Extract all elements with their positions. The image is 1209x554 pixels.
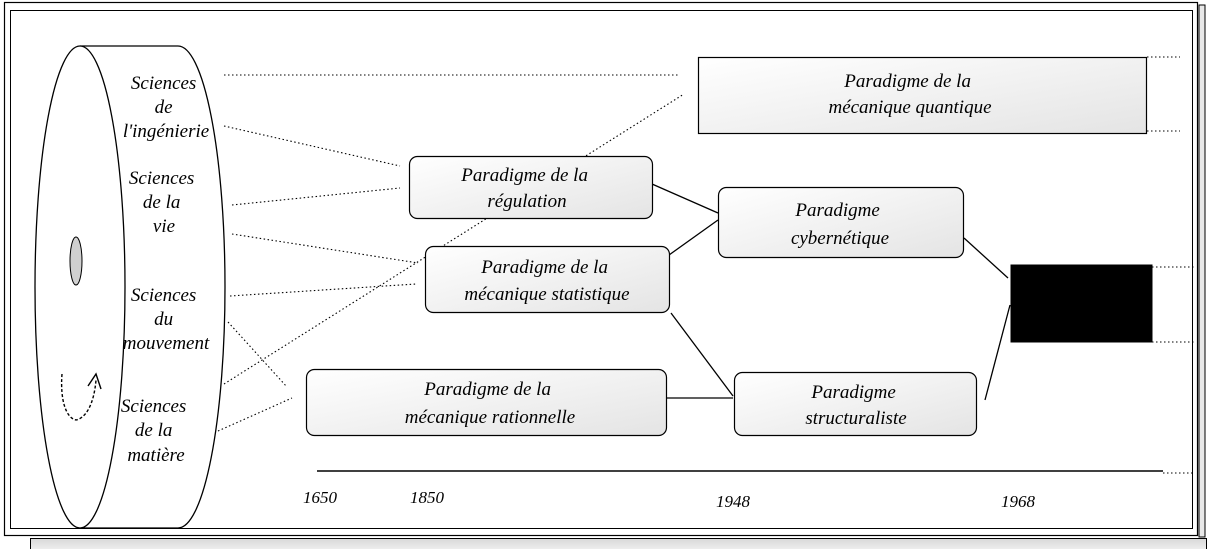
box-line: cybernétique bbox=[791, 228, 889, 249]
box-line: mécanique quantique bbox=[828, 97, 991, 118]
dotted-link bbox=[227, 321, 288, 388]
box-quantique: Paradigme de la mécanique quantique bbox=[697, 56, 1148, 135]
box-regulation-frame bbox=[408, 155, 654, 220]
dotted-link bbox=[223, 125, 401, 167]
box-line: structuraliste bbox=[805, 408, 906, 429]
dotted-link bbox=[217, 397, 293, 432]
label-line: Sciences bbox=[131, 285, 196, 306]
hidden-paradigm-box bbox=[1010, 264, 1153, 343]
label-line: Sciences bbox=[129, 168, 194, 189]
box-rationnelle-frame bbox=[305, 368, 668, 437]
disc-front-face bbox=[34, 45, 126, 529]
link-regulation-cybernetique bbox=[651, 183, 719, 214]
box-statistique-frame bbox=[424, 245, 671, 314]
dotted-link bbox=[229, 283, 417, 297]
box-line: Paradigme de la bbox=[843, 71, 971, 92]
box-line: Paradigme de la bbox=[460, 165, 588, 186]
label-sciences-matiere: Sciences de la matière bbox=[121, 396, 191, 466]
right-shadow-bar bbox=[1198, 4, 1206, 538]
bottom-bar bbox=[30, 538, 1207, 551]
link-structuraliste-hidden bbox=[984, 304, 1011, 401]
box-cybernetique-text: Paradigme cybernétique bbox=[791, 200, 889, 249]
inner-frame bbox=[10, 10, 1193, 529]
box-line: Paradigme bbox=[794, 200, 879, 221]
label-line: vie bbox=[153, 216, 175, 237]
box-cybernetique: Paradigme cybernétique bbox=[717, 186, 965, 259]
box-regulation: Paradigme de la régulation bbox=[408, 155, 654, 220]
year-1650: 1650 bbox=[303, 488, 338, 507]
link-cybernetique-hidden bbox=[963, 237, 1009, 279]
year-1948: 1948 bbox=[716, 492, 751, 511]
box-line: régulation bbox=[487, 191, 566, 212]
box-cybernetique-frame bbox=[717, 186, 965, 259]
disc-hub bbox=[69, 236, 83, 286]
dotted-connectors bbox=[217, 56, 1196, 474]
link-statistique-structuraliste bbox=[670, 312, 734, 397]
rotation-arrowhead-icon bbox=[87, 372, 102, 390]
label-sciences-vie: Sciences de la vie bbox=[129, 168, 199, 237]
year-1850: 1850 bbox=[410, 488, 445, 507]
label-line: matière bbox=[127, 445, 184, 466]
year-1968: 1968 bbox=[1001, 492, 1036, 511]
rotation-arrow-icon bbox=[60, 373, 97, 421]
box-quantique-frame bbox=[697, 56, 1148, 135]
box-line: Paradigme de la bbox=[423, 379, 551, 400]
dotted-link bbox=[231, 187, 401, 206]
box-line: Paradigme bbox=[810, 382, 895, 403]
box-statistique-text: Paradigme de la mécanique statistique bbox=[464, 257, 629, 305]
label-line: l'ingénierie bbox=[123, 121, 209, 142]
solid-connectors bbox=[651, 183, 1011, 401]
label-line: du bbox=[154, 309, 173, 330]
label-line: mouvement bbox=[123, 333, 210, 354]
box-rationnelle-text: Paradigme de la mécanique rationnelle bbox=[405, 379, 575, 428]
science-disc bbox=[34, 45, 226, 529]
label-line: de la bbox=[143, 192, 180, 213]
label-sciences-mouvement: Sciences du mouvement bbox=[123, 285, 210, 354]
dotted-link bbox=[231, 233, 419, 264]
label-line: de la bbox=[135, 420, 172, 441]
box-line: mécanique statistique bbox=[464, 284, 629, 305]
box-statistique: Paradigme de la mécanique statistique bbox=[424, 245, 671, 314]
box-quantique-text: Paradigme de la mécanique quantique bbox=[828, 71, 991, 118]
link-statistique-cybernetique bbox=[668, 219, 719, 256]
box-structuraliste-frame bbox=[733, 371, 978, 437]
dotted-link bbox=[223, 93, 685, 385]
box-structuraliste: Paradigme structuraliste bbox=[733, 371, 978, 437]
label-line: Sciences bbox=[121, 396, 186, 417]
label-sciences-ingenierie: Sciences de l'ingénierie bbox=[123, 73, 209, 142]
box-line: Paradigme de la bbox=[480, 257, 608, 278]
box-regulation-text: Paradigme de la régulation bbox=[460, 165, 592, 212]
box-structuraliste-text: Paradigme structuraliste bbox=[805, 382, 906, 429]
label-line: Sciences bbox=[131, 73, 196, 94]
outer-frame bbox=[3, 1, 1199, 537]
box-line: mécanique rationnelle bbox=[405, 407, 575, 428]
label-line: de bbox=[155, 97, 173, 118]
box-rationnelle: Paradigme de la mécanique rationnelle bbox=[305, 368, 668, 437]
